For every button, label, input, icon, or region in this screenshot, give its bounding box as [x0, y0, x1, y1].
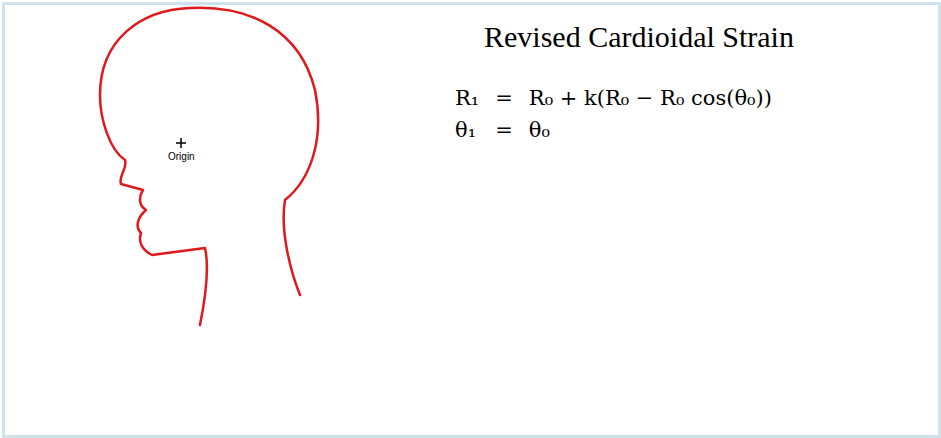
equation-cell: R₁ [455, 86, 479, 110]
equation-cell: = [495, 118, 513, 142]
origin-label: Origin [168, 151, 195, 162]
equation-cell: R₀ + k(R₀ − R₀ cos(θ₀)) [529, 86, 772, 110]
slide-title: Revised Cardioidal Strain [484, 20, 794, 54]
equation-cell: θ₀ [529, 118, 772, 142]
equation-block: R₁ = R₀ + k(R₀ − R₀ cos(θ₀)) θ₁ = θ₀ [455, 86, 772, 142]
equation-cell: = [495, 86, 513, 110]
equation-cell: θ₁ [455, 118, 479, 142]
